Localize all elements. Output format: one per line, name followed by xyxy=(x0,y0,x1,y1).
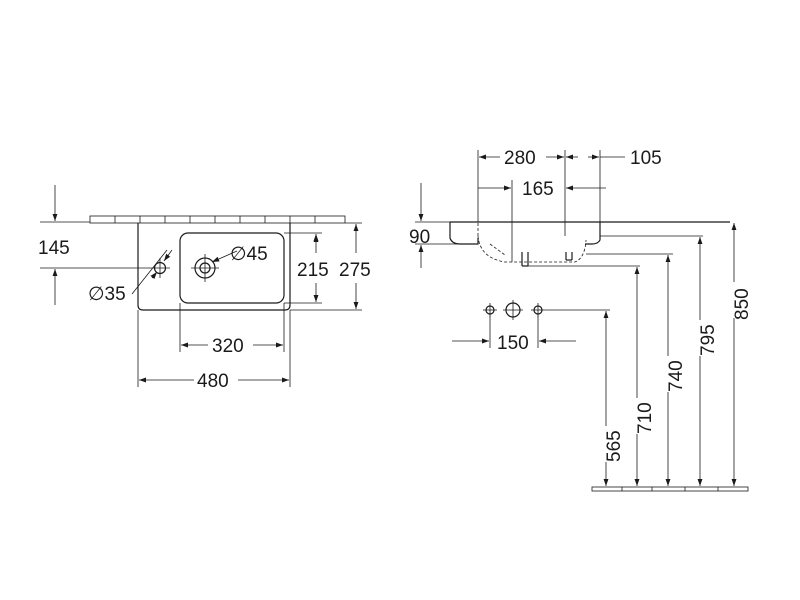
top-view: 145 ∅35 ∅45 215 275 320 480 xyxy=(38,185,371,392)
dim-320: 320 xyxy=(212,336,244,357)
dim-105: 105 xyxy=(630,148,662,169)
dim-diameter-35: ∅35 xyxy=(88,284,126,305)
dim-850: 850 xyxy=(732,288,753,320)
basin-profile xyxy=(449,222,479,245)
dim-215: 215 xyxy=(297,260,329,281)
dim-565: 565 xyxy=(604,430,625,462)
dim-diameter-45: ∅45 xyxy=(230,244,268,265)
dim-275: 275 xyxy=(339,260,371,281)
basin-outline xyxy=(137,223,291,311)
dim-145: 145 xyxy=(38,238,70,259)
dim-150: 150 xyxy=(497,333,529,354)
dim-480: 480 xyxy=(197,371,229,392)
dim-710: 710 xyxy=(635,402,656,434)
wall-plate xyxy=(89,215,346,224)
floor xyxy=(591,486,749,492)
dim-795: 795 xyxy=(698,324,719,356)
dim-740: 740 xyxy=(666,360,687,392)
dim-280: 280 xyxy=(504,148,536,169)
side-view: 280 105 165 90 150 xyxy=(409,148,753,492)
dim-165: 165 xyxy=(522,179,554,200)
dim-90: 90 xyxy=(409,227,430,248)
bowl-outline xyxy=(179,232,285,304)
